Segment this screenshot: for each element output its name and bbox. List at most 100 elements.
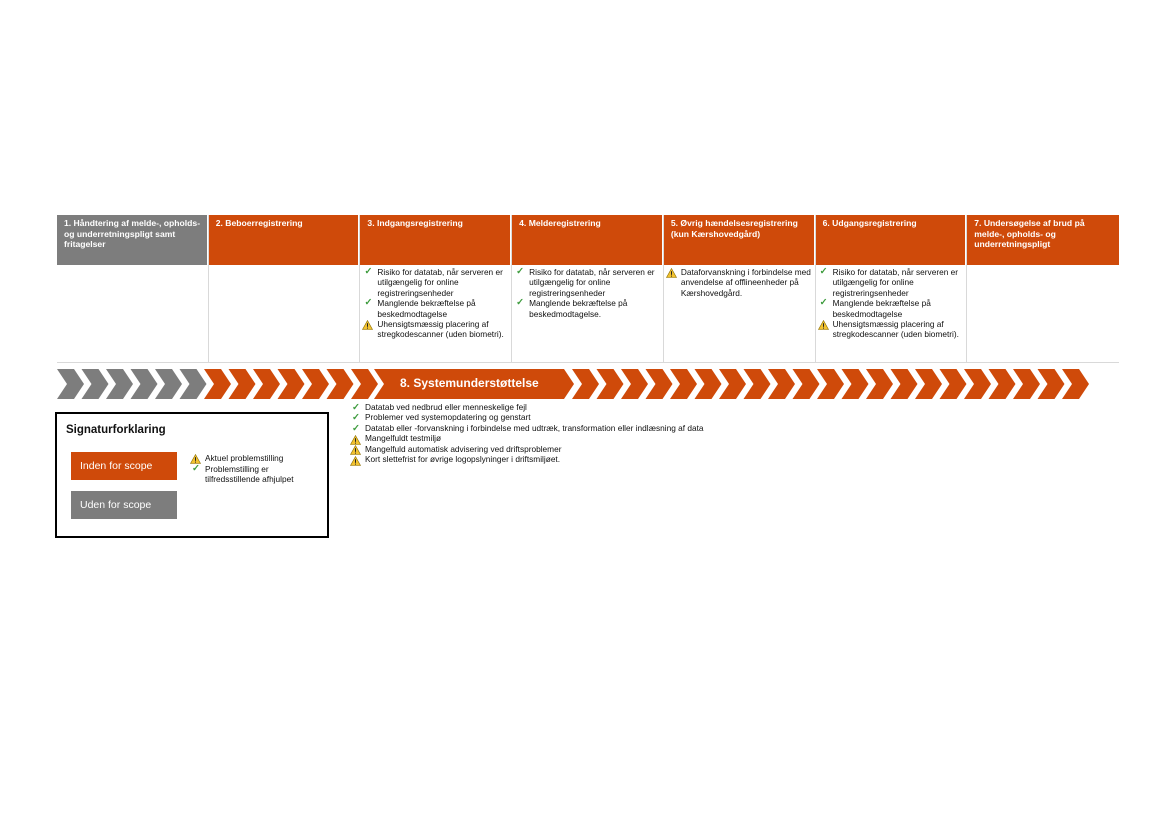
chevron-shape [988,369,1016,399]
check-icon: ✓ [516,266,525,277]
chevron-shape [841,369,869,399]
chevron-shape [351,369,378,399]
chevron-shape [277,369,305,399]
support-band-label: 8. Systemunderstøttelse [400,376,539,390]
warning-icon [665,267,678,278]
list-item: Mangelfuldt testmiljø [350,433,850,445]
chevron-shape [596,369,624,399]
item-text: Problemstilling er tilfredsstillende afh… [205,463,294,484]
item-text: Risiko for datatab, når serveren er util… [377,267,503,298]
item-text: Aktuel problemstilling [205,453,284,463]
support-issue-list: ✓ Datatab ved nedbrud eller menneskelige … [350,402,850,466]
item-text: Mangelfuld automatisk advisering ved dri… [365,443,562,454]
check-icon: ✓ [516,297,525,309]
in-scope-swatch: Inden for scope [71,452,177,480]
check-icon: ✓ [819,266,828,277]
chevron-shape [817,369,844,399]
chevron-shape [572,369,599,399]
process-column: 3. Indgangsregistrering ✓ Risiko for data… [360,215,513,362]
item-text: Datatab ved nedbrud eller menneskelige f… [365,402,527,412]
process-column: 2. Beboerregistrering [208,215,361,362]
chevron-shape [964,369,991,399]
check-icon: ✓ [364,297,373,309]
item-text: Risiko for datatab, når serveren er util… [832,267,958,298]
process-column: 5. Øvrig hændelsesregistrering (kun Kærs… [663,215,816,362]
chevron-shape [670,369,697,399]
column-header: 1. Håndtering af melde-, opholds- og und… [57,215,208,265]
item-text: Kort slettefrist for øvrige logopslyning… [365,454,561,465]
process-column: 4. Melderegistrering ✓Risiko for datatab… [512,215,664,362]
chevron-shape [645,369,673,399]
column-items [57,265,208,362]
column-items: ✓ Risiko for datatab, når serveren er uti… [360,265,511,362]
process-column: 1. Håndtering af melde-, opholds- og und… [57,215,209,362]
check-icon: ✓ [192,462,200,474]
chevron-shape [719,369,746,399]
list-item: ✓ Problemer ved systemopdatering og genst… [350,412,850,424]
column-items [967,265,1119,362]
chevron-shape [768,369,795,399]
column-header: 5. Øvrig hændelsesregistrering (kun Kærs… [663,215,815,265]
check-icon: ✓ [819,297,828,309]
chevron-shape [57,369,84,399]
chevron-shape [1062,369,1089,399]
column-header: 7. Undersøgelse af brud på melde-, ophol… [967,215,1119,265]
chevron-shape [915,369,942,399]
process-table: 1. Håndtering af melde-, opholds- og und… [57,215,1119,363]
item-text: Manglende bekræftelse på beskedmodtagels… [832,298,931,319]
column-items: ✓ Risiko for datatab, når serveren er uti… [816,265,967,362]
item-text: Dataforvanskning i forbindelse med anven… [680,267,811,298]
column-items: Dataforvanskning i forbindelse med anven… [664,265,815,362]
chevron-shape [106,369,133,399]
item-text: Problemer ved systemopdatering og gensta… [365,412,531,423]
chevron-shape [81,369,109,399]
process-column: 6. Udgangsregistrering ✓ Risiko for datat… [815,215,968,362]
check-icon: ✓ [352,412,360,424]
item-text: Manglende bekræftelse på beskedmodtagels… [377,298,476,319]
chevron-shape [1013,369,1040,399]
chevron-shape [621,369,648,399]
chevron-shape [1037,369,1065,399]
chevron-shape [179,369,207,399]
list-item: ✓ Manglende bekræftelse på beskedmodtagel… [818,297,965,319]
process-column: 7. Undersøgelse af brud på melde-, ophol… [967,215,1119,362]
warning-icon [350,434,362,445]
support-band-chevron [374,369,574,399]
column-items [209,265,360,362]
chevron-shape [743,369,771,399]
list-item: Aktuel problemstilling [190,453,320,464]
chevron-shape [302,369,329,399]
warning-icon [817,319,830,330]
list-item: Uhensigtsmæssig placering af stregkodesc… [817,319,965,340]
legend-title: Signaturforklaring [66,424,166,436]
list-item: ✓Risiko for datatab, når serveren er uti… [514,266,661,298]
legend-icon-list: Aktuel problemstilling ✓ Problemstilling e… [190,453,320,484]
warning-icon [350,445,362,456]
column-items: ✓Risiko for datatab, når serveren er uti… [512,265,663,362]
item-text: Uhensigtsmæssig placering af stregkodesc… [832,319,959,340]
column-header: 2. Beboerregistrering [208,215,360,265]
chevron-shape [130,369,158,399]
list-item: ✓Datatab eller -forvanskning i forbindel… [350,422,850,434]
chevron-shape [939,369,967,399]
warning-icon [350,455,362,466]
list-item: ✓ Datatab ved nedbrud eller menneskelige … [350,402,850,413]
list-item: ✓ Risiko for datatab, når serveren er uti… [362,266,509,298]
warning-icon [190,453,202,464]
column-header: 6. Udgangsregistrering [815,215,967,265]
chevron-shape [326,369,354,399]
list-item: ✓Manglende bekræftelse på beskedmodtagel… [514,297,661,319]
list-item: Dataforvanskning i forbindelse med anven… [665,267,813,298]
item-text: Mangelfuldt testmiljø [365,433,442,444]
chevron-shape [792,369,820,399]
column-header: 3. Indgangsregistrering [360,215,512,265]
item-text: Datatab eller -forvanskning i forbindels… [365,422,704,433]
warning-icon [362,319,374,330]
list-item: ✓ Manglende bekræftelse på beskedmodtagel… [362,297,509,319]
check-icon: ✓ [364,266,373,277]
list-item: ✓ Risiko for datatab, når serveren er uti… [818,266,965,298]
check-icon: ✓ [352,402,360,413]
chevron-shape [204,369,231,399]
legend-box: Signaturforklaring Inden for scope Uden … [55,412,329,538]
out-of-scope-swatch: Uden for scope [71,491,177,519]
